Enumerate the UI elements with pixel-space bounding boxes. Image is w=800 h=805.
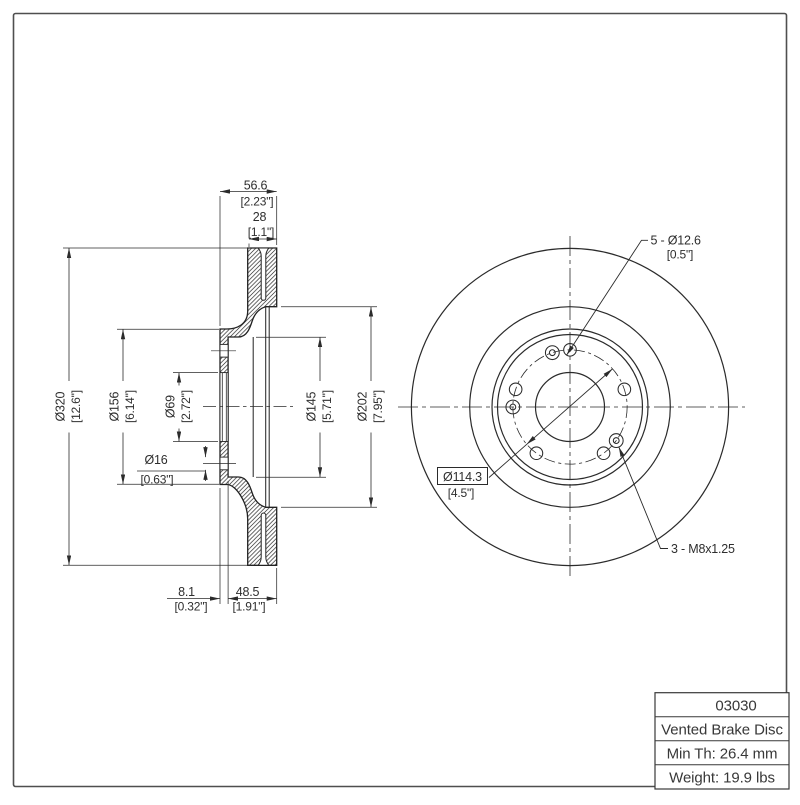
center-bore-section xyxy=(219,372,229,442)
dim-band-width-mm: 28 xyxy=(253,210,267,224)
front-centerlines xyxy=(398,236,745,578)
dim-outer-dia-in: [12.6"] xyxy=(69,390,83,423)
dim-hat-offset-mm: 8.1 xyxy=(178,585,195,599)
dim-step-dia-in: [5.71"] xyxy=(320,390,334,423)
vent-slot-top xyxy=(257,247,270,301)
dim-step-dia-mm: Ø145 xyxy=(305,391,319,421)
dim-hat-offset-in: [0.32"] xyxy=(175,600,208,614)
vent-slot-bottom xyxy=(257,512,270,566)
dimension-lines xyxy=(66,189,374,601)
dim-hole-dia-mm: Ø16 xyxy=(144,453,167,467)
thread-holes xyxy=(505,345,624,449)
dim-hat-dia-mm: Ø156 xyxy=(108,391,122,421)
dim-bore-dia-mm: Ø69 xyxy=(164,395,178,418)
title-block-dividers xyxy=(655,716,789,766)
dim-total-width-in: [2.23"] xyxy=(241,195,274,209)
part-weight: Weight: 19.9 lbs xyxy=(669,770,775,787)
lug-holes xyxy=(508,343,632,461)
bolt-circle-arrow xyxy=(526,436,536,445)
part-description: Vented Brake Disc xyxy=(661,722,783,739)
dim-band-width-in: [1.1"] xyxy=(248,225,274,239)
part-number: 03030 xyxy=(715,698,756,715)
dim-band-offset-mm: 48.5 xyxy=(236,585,260,599)
dim-total-width-mm: 56.6 xyxy=(244,179,268,193)
dim-outer-dia-mm: Ø320 xyxy=(54,391,68,421)
min-thickness: Min Th: 26.4 mm xyxy=(667,746,778,763)
dim-hole-dia-in: [0.63"] xyxy=(141,473,174,487)
dim-band-inner-dia-in: [7.95"] xyxy=(371,390,385,423)
section-view: 56.6 [2.23"] 28 [1.1"] Ø320 [12.6"] Ø156… xyxy=(54,179,386,614)
basic-dim-box xyxy=(437,467,488,485)
callout-bolt-circle: Ø114.3 xyxy=(443,470,482,484)
dim-band-offset-in: [1.91"] xyxy=(233,600,266,614)
dim-bore-dia-in: [2.72"] xyxy=(179,390,193,423)
callout-lug-holes-in: [0.5"] xyxy=(667,248,693,262)
dim-band-inner-dia-mm: Ø202 xyxy=(356,391,370,421)
title-block: 03030 Vented Brake Disc Min Th: 26.4 mm … xyxy=(654,692,790,790)
sheet-border xyxy=(12,12,788,788)
bore-edges xyxy=(221,372,227,442)
callout-thread-holes: 3 - M8x1.25 xyxy=(671,542,735,556)
extension-lines xyxy=(63,196,377,604)
leader-lines xyxy=(488,239,668,549)
callout-bolt-circle-in: [4.5"] xyxy=(448,486,474,500)
hole-centerlines xyxy=(137,350,236,472)
dim-hat-dia-in: [6.14"] xyxy=(123,390,137,423)
callout-lug-holes: 5 - Ø12.6 xyxy=(651,234,702,248)
front-view: 5 - Ø12.6 [0.5"] Ø114.3 [4.5"] 3 - M8x1.… xyxy=(398,234,745,578)
